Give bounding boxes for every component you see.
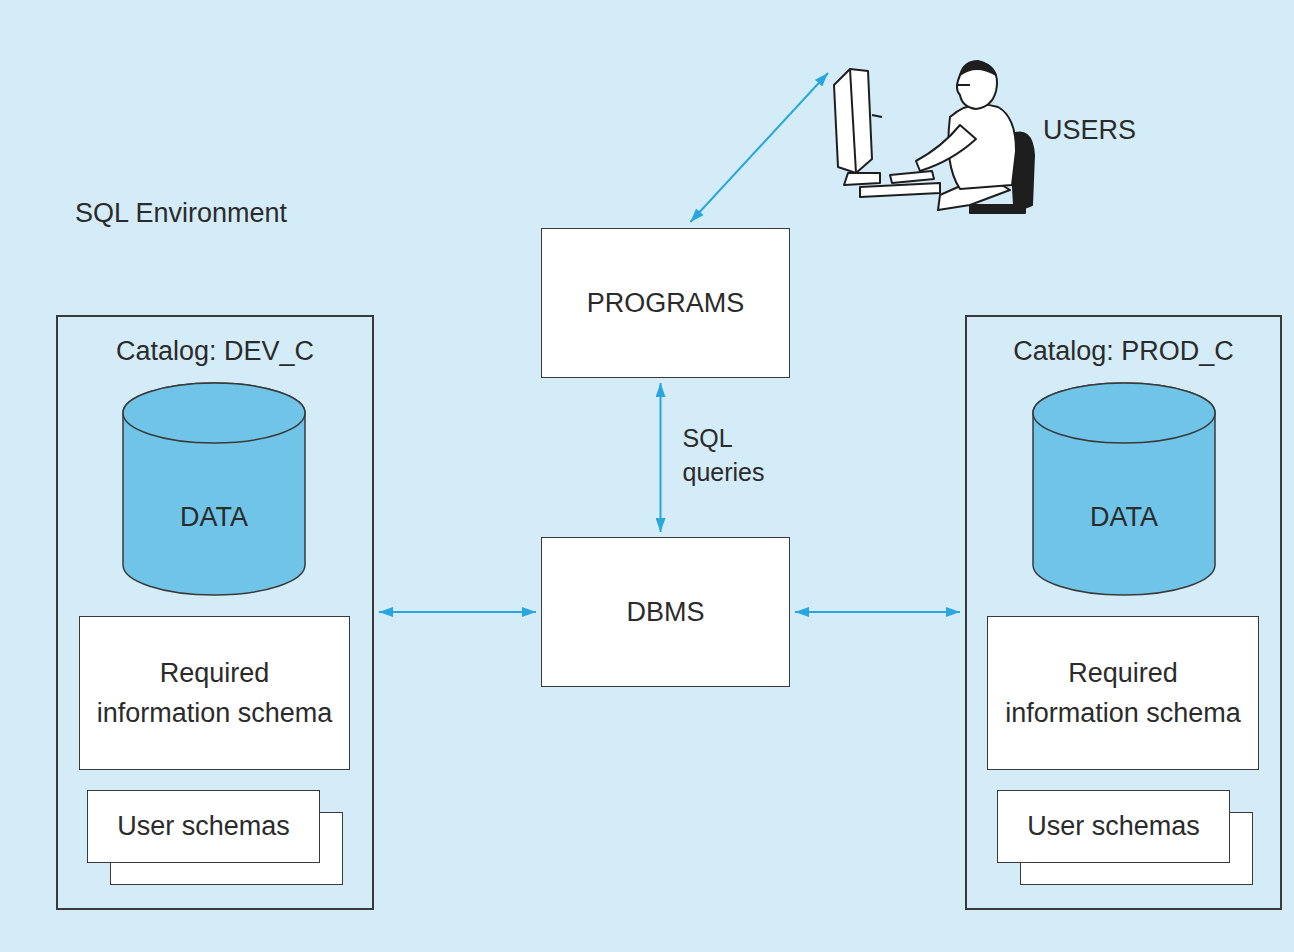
- node-label: DATA: [1090, 497, 1158, 538]
- node-label: User schemas: [1027, 806, 1200, 847]
- database-cylinder: DATA: [1032, 383, 1216, 595]
- region-title: SQL Environment: [75, 193, 287, 234]
- node-label: Required information schema: [998, 653, 1248, 734]
- node-label: Required information schema: [90, 653, 339, 734]
- connector-arrow: [660, 383, 662, 532]
- user-figure: USERS: [820, 55, 1165, 220]
- schema-box: Required information schema: [987, 616, 1259, 770]
- cylinder-outline: [122, 383, 306, 595]
- database-cylinder: DATA: [122, 383, 306, 595]
- catalog-heading: Catalog: DEV_C: [116, 331, 314, 372]
- catalog-box: Catalog: PROD_C DATA Required information …: [965, 315, 1282, 910]
- process-box: PROGRAMS: [541, 228, 790, 378]
- node-label: User schemas: [117, 806, 290, 847]
- catalog-box: Catalog: DEV_C DATA Required information s…: [56, 315, 374, 910]
- connector-arrow: [795, 611, 960, 613]
- catalog-heading: Catalog: PROD_C: [1013, 331, 1234, 372]
- schema-stack: User schemas: [87, 790, 320, 863]
- connector-arrow: [379, 611, 536, 613]
- process-box: DBMS: [541, 537, 790, 687]
- node-label: DATA: [180, 497, 248, 538]
- schema-stack: User schemas: [997, 790, 1230, 863]
- node-label: PROGRAMS: [587, 283, 745, 324]
- cylinder-outline: [1032, 383, 1216, 595]
- node-label: DBMS: [626, 592, 704, 633]
- connector-arrow: [690, 73, 828, 222]
- edge-label: SQL queries: [681, 422, 785, 490]
- node-label: USERS: [1043, 110, 1136, 151]
- schema-box: Required information schema: [79, 616, 350, 770]
